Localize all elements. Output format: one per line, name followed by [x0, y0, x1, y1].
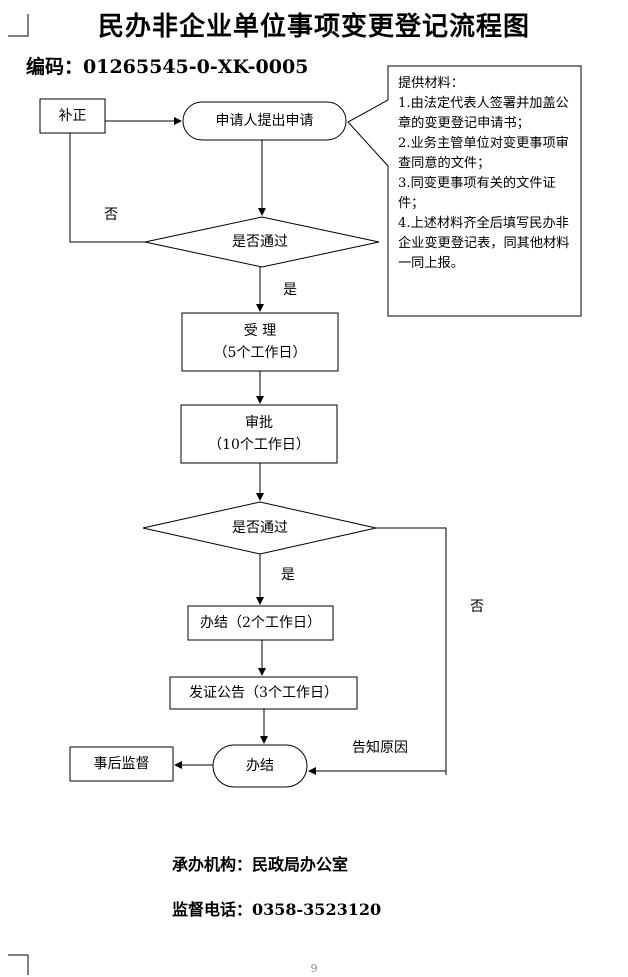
approve-box [180, 404, 338, 464]
approve-text: 审批 （10个工作日） [181, 405, 337, 463]
document-code: 编码：01265545-0-XK-0005 [26, 56, 309, 78]
materials-item-1: 1.由法定代表人签署并加盖公章的变更登记申请书； [398, 96, 569, 131]
edge-label-no-1: 否 [104, 207, 118, 223]
check1-label: 是否通过 [232, 234, 288, 250]
footer-phone: 监督电话：0358-3523120 [172, 900, 382, 919]
edge-label-no-2: 否 [470, 599, 484, 615]
crop-mark-bottom-left [8, 954, 29, 975]
materials-item-2: 2.业务主管单位对变更事项审查同意的文件； [398, 136, 569, 171]
page-title: 民办非企业单位事项变更登记流程图 [97, 12, 530, 42]
apply-terminal [182, 101, 347, 141]
notice-label: 发证公告（3个工作日） [189, 685, 338, 701]
end-terminal [212, 744, 308, 788]
accept-label: 受 理 [243, 323, 277, 339]
materials-item-3: 3.同变更事项有关的文件证件； [398, 176, 556, 211]
check2-label: 是否通过 [232, 520, 288, 536]
edge-label-yes-1: 是 [283, 282, 297, 298]
accept-days-label: （5个工作日） [213, 345, 307, 361]
materials-item-4: 4.上述材料齐全后填写民办非企业变更登记表，同其他材料一同上报。 [398, 216, 570, 271]
buzheng-label: 补正 [58, 108, 87, 124]
apply-label: 申请人提出申请 [215, 113, 314, 129]
buzheng-box [39, 98, 106, 134]
line-check1-to-buzheng [69, 133, 145, 243]
finish-label: 办结（2个工作日） [200, 615, 321, 631]
edge-label-yes-2: 是 [281, 567, 295, 583]
approve-label: 审批 [245, 415, 273, 431]
crop-mark-top-left [8, 14, 29, 37]
check1-diamond [144, 216, 380, 268]
end-label: 办结 [246, 758, 274, 774]
supervise-label: 事后监督 [93, 756, 150, 772]
edge-label-notify: 告知原因 [352, 740, 408, 756]
line-check2-no-branch [376, 527, 447, 775]
page-number: 9 [310, 962, 318, 975]
accept-text: 受 理 （5个工作日） [182, 313, 338, 371]
materials-heading: 提供材料： [398, 76, 464, 91]
approve-days-label: （10个工作日） [208, 437, 310, 453]
finish-box [187, 605, 334, 641]
footer-organization: 承办机构：民政局办公室 [172, 855, 349, 874]
supervise-box [69, 746, 174, 782]
materials-list: 提供材料： 1.由法定代表人签署并加盖公章的变更登记申请书； 2.业务主管单位对… [398, 74, 576, 274]
materials-callout [347, 65, 582, 317]
